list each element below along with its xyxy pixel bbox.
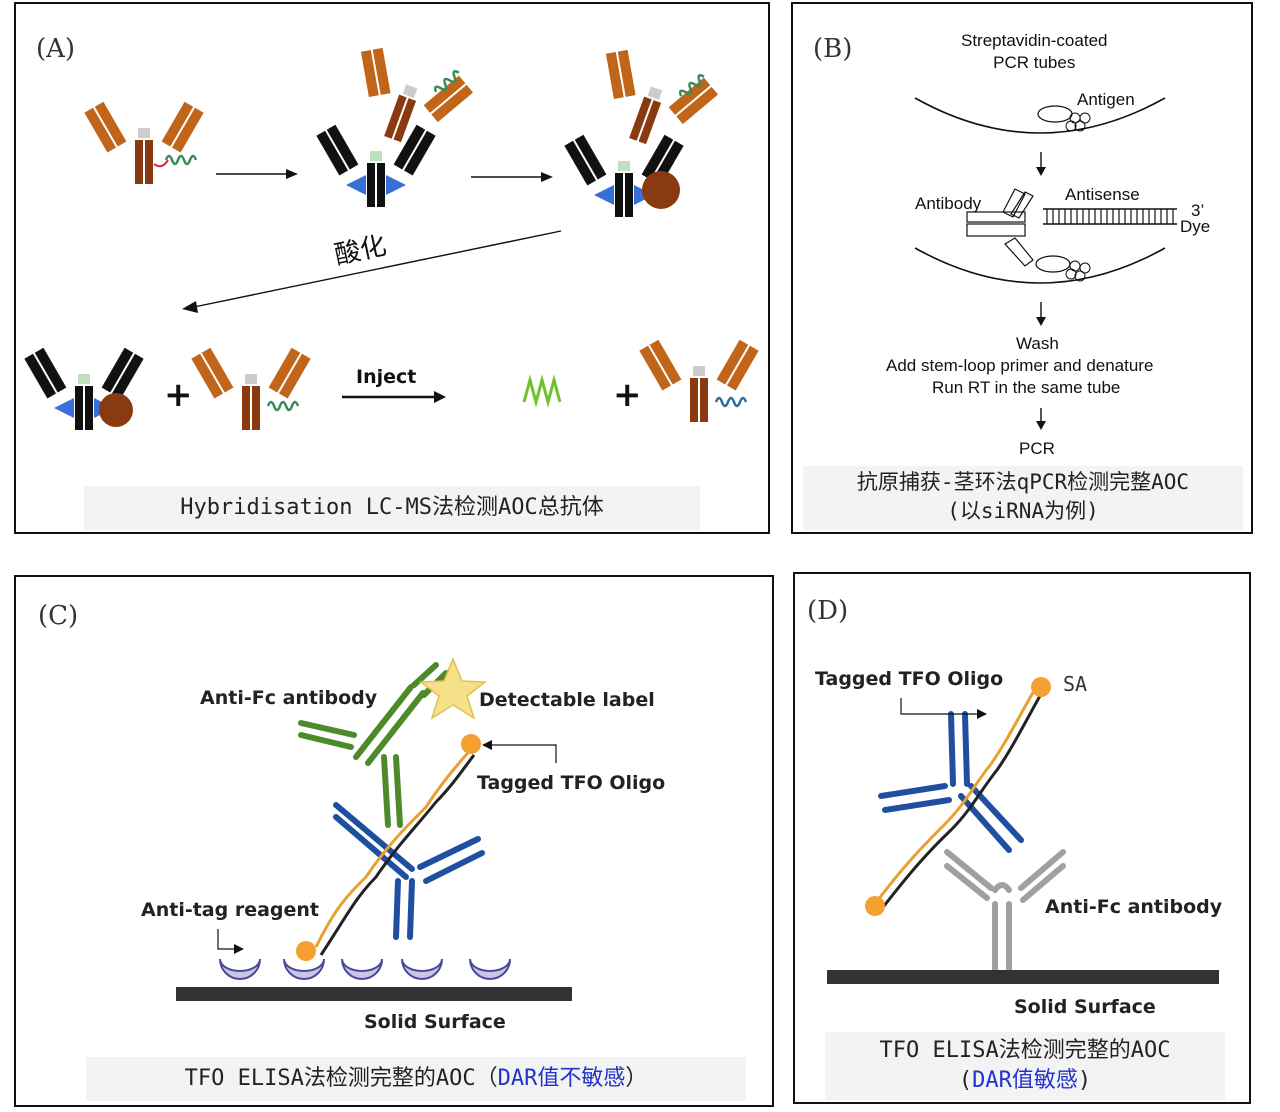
panel-d-caption-close: ) (1077, 1068, 1092, 1093)
panel-b: (B) Streptavidin-coated PCR tubes (791, 2, 1253, 534)
solid-surface-label: Solid Surface (364, 1011, 506, 1033)
antigen-label: Antigen (1077, 90, 1135, 109)
bead (642, 171, 680, 209)
free-oligo (522, 374, 562, 408)
svg-text:+: + (164, 375, 193, 415)
solid-surface-bar (827, 970, 1219, 984)
panel-c-drawing (176, 657, 572, 1001)
antibody-label: Antibody (915, 194, 982, 213)
panel-b-label: (B) (813, 34, 853, 64)
wash-label: Wash (1016, 334, 1059, 353)
tubes-label: Streptavidin-coated PCR tubes (961, 31, 1108, 72)
panel-d-caption: TFO ELISA法检测完整的AOC (DAR值敏感) (825, 1032, 1225, 1100)
panel-d-caption-blue: DAR值敏感 (972, 1068, 1078, 1093)
panel-d-drawing (827, 677, 1219, 984)
panel-c: (C) (14, 575, 774, 1107)
panel-b-caption: 抗原捕获-茎环法qPCR检测完整AOC (以siRNA为例) (803, 466, 1243, 530)
panel-d-label: (D) (807, 596, 849, 626)
three-prime-label: 3’ (1191, 201, 1205, 220)
step-rt-label: Run RT in the same tube (932, 378, 1121, 397)
dye-label: Dye (1180, 217, 1211, 236)
panel-b-caption-line2: (以siRNA为例) (947, 499, 1099, 523)
solid-surface-label: Solid Surface (1014, 996, 1156, 1018)
anti-fc-label: Anti-Fc antibody (1045, 896, 1223, 918)
antisense-label: Antisense (1065, 185, 1140, 204)
panel-a-drawing: + + (24, 41, 759, 430)
panel-a-caption: Hybridisation LC-MS法检测AOC总抗体 (84, 486, 700, 530)
sa-label: SA (1063, 672, 1088, 696)
panel-b-drawing (914, 97, 1177, 430)
panel-a-label: (A) (36, 34, 76, 64)
panel-c-caption-end: ） (625, 1066, 648, 1091)
tagged-tfo-label: Tagged TFO Oligo (815, 668, 1004, 690)
panel-a: (A) (14, 2, 770, 534)
panel-c-label: (C) (38, 601, 79, 631)
pcr-label: PCR (1019, 439, 1055, 458)
tag-dot (296, 941, 316, 961)
tagged-tfo-label: Tagged TFO Oligo (477, 772, 666, 794)
panel-c-caption: TFO ELISA法检测完整的AOC（DAR值不敏感） (86, 1057, 746, 1101)
panel-b-caption-line1: 抗原捕获-茎环法qPCR检测完整AOC (856, 470, 1190, 494)
detectable-label: Detectable label (479, 689, 655, 711)
star-icon (418, 657, 488, 720)
sa-dot (1031, 677, 1051, 697)
panel-d: (D) Tagged TFO Oligo SA Anti-Fc antibody… (793, 572, 1251, 1104)
svg-text:+: + (613, 375, 642, 415)
anti-tag-label: Anti-tag reagent (141, 899, 320, 921)
solid-surface-bar (176, 987, 572, 1001)
panel-c-caption-main: TFO ELISA法检测完整的AOC（ (184, 1066, 498, 1091)
panel-d-caption-line1: TFO ELISA法检测完整的AOC (879, 1038, 1171, 1063)
panel-c-caption-blue: DAR值不敏感 (497, 1066, 626, 1091)
anti-fc-label: Anti-Fc antibody (200, 687, 378, 709)
step-primer-label: Add stem-loop primer and denature (886, 356, 1154, 375)
inject-label: Inject (356, 366, 417, 388)
panel-d-caption-open: ( (958, 1068, 973, 1093)
